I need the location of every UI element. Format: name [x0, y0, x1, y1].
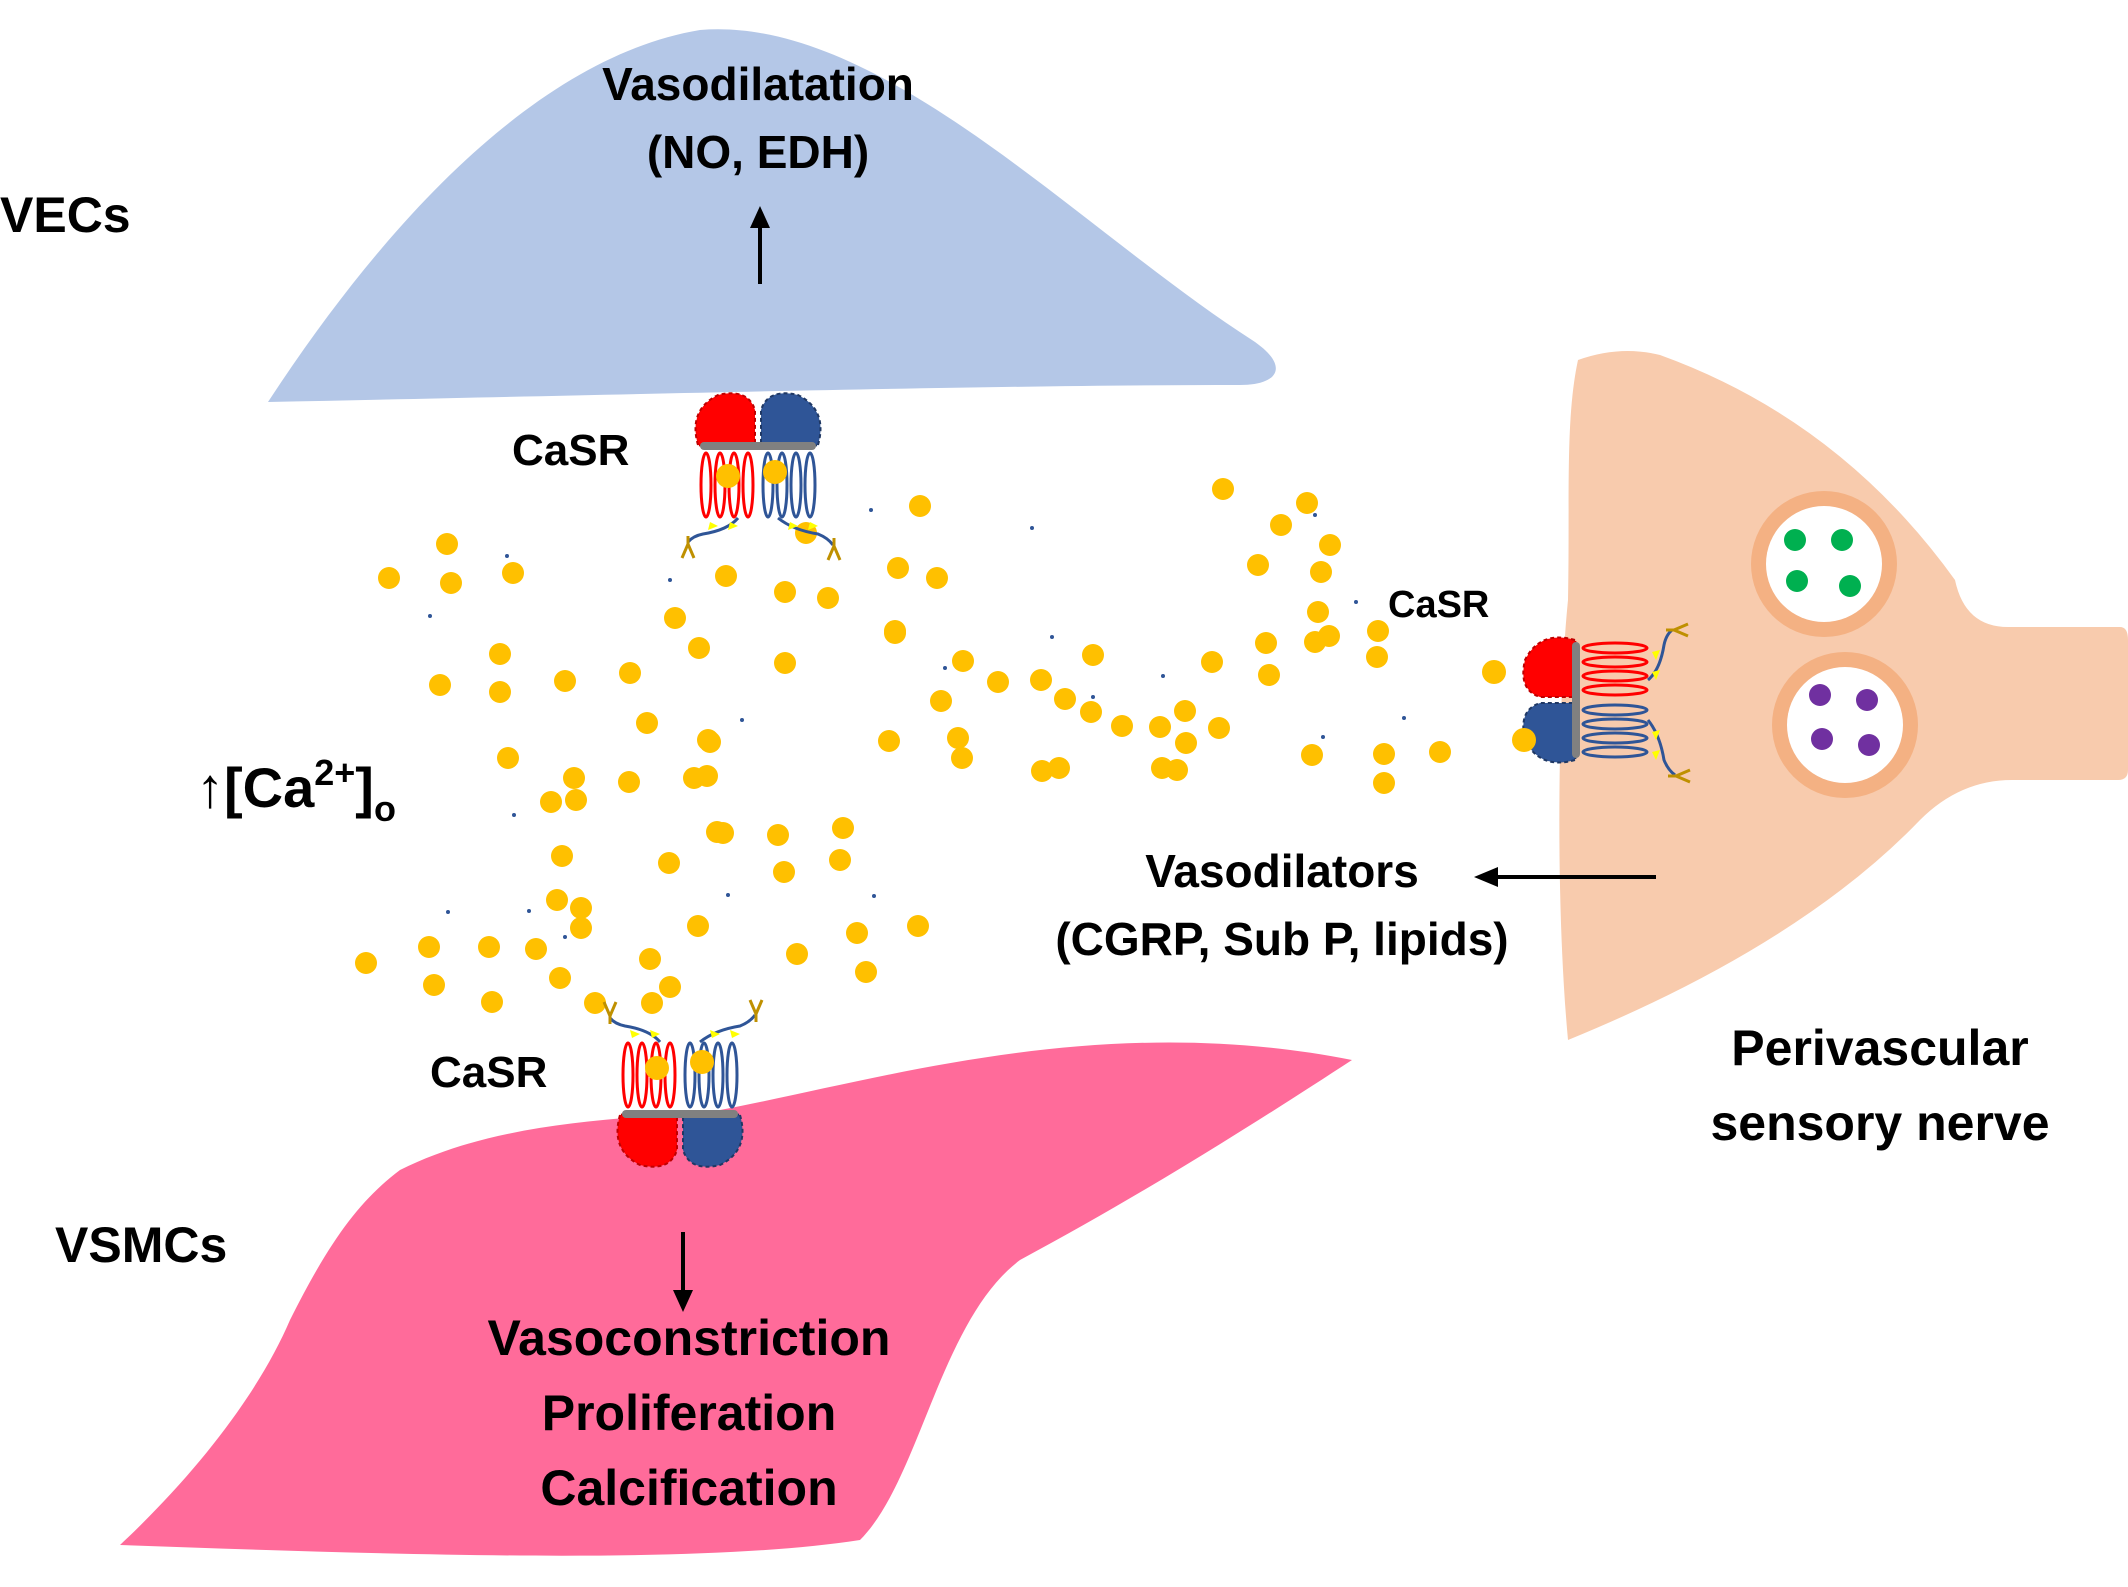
calcium-concentration-label: ↑[Ca2+]o: [196, 752, 396, 829]
vecs-label: VECs: [0, 187, 131, 243]
casr-label-nerve: CaSR: [1388, 584, 1489, 626]
vesicle-icon: [1772, 652, 1918, 798]
vec-effect-line2: (NO, EDH): [647, 126, 869, 178]
nerve-effect-line2: (CGRP, Sub P, lipids): [1055, 913, 1508, 965]
calcium-ions: [355, 478, 1451, 1014]
casr-receptor-nerve: [1482, 622, 1692, 784]
vec-effect-line1: Vasodilatation: [602, 58, 914, 110]
vsmc-effect-line2: Proliferation: [542, 1385, 836, 1441]
nerve-label-line1: Perivascular: [1731, 1020, 2028, 1076]
casr-label-vec: CaSR: [512, 426, 629, 475]
arrow-left-nerve: [1474, 867, 1656, 887]
vsmcs-label: VSMCs: [55, 1217, 227, 1273]
casr-receptor-vsmc: [602, 998, 764, 1169]
nerve-effect-line1: Vasodilators: [1145, 845, 1419, 897]
arrow-up-vec: [750, 206, 770, 284]
vesicle-icon: [1751, 491, 1897, 637]
vsmc-effect-line3: Calcification: [540, 1460, 837, 1516]
vec-cell: [268, 29, 1276, 403]
casr-label-vsmc: CaSR: [430, 1048, 547, 1097]
vsmc-cell: [120, 1042, 1352, 1556]
vsmc-effect-line1: Vasoconstriction: [488, 1310, 891, 1366]
arrow-down-vsmc: [673, 1232, 693, 1312]
casr-receptor-vec: [680, 391, 842, 562]
nerve-label-line2: sensory nerve: [1710, 1095, 2049, 1151]
